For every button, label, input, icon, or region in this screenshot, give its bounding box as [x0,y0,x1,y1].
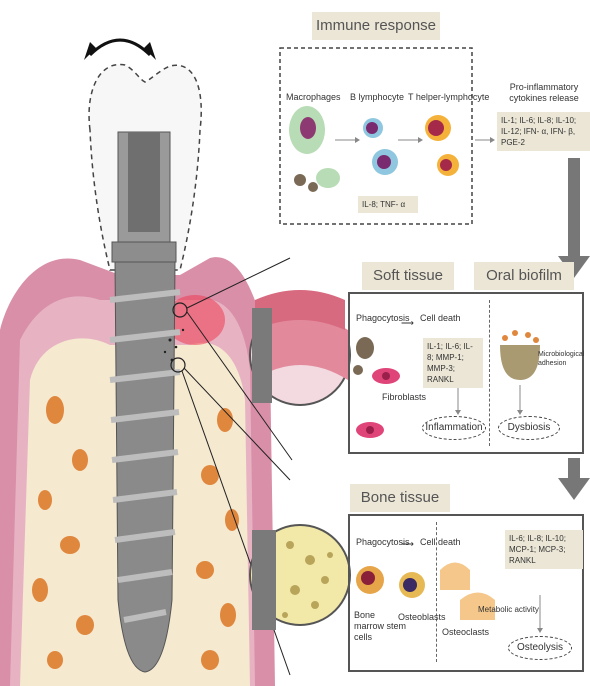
microbiological-adhesion-label: Microbiological adhesion [538,350,582,368]
metabolic-activity-label: Metabolic activity [478,605,539,614]
bone-tissue-title: Bone tissue [350,484,450,512]
inflammation-oval: Inflammation [422,416,486,440]
dysbiosis-oval: Dysbiosis [498,416,560,440]
t-helper-label: T helper-lymphocyte [408,92,489,102]
oral-biofilm-title: Oral biofilm [474,262,574,290]
bone-cell-death-label: Cell death [420,537,461,547]
fibroblasts-label: Fibroblasts [382,392,426,402]
bone-phago-arrow: ⟶ [401,539,414,550]
immune-title: Immune response [312,12,440,40]
osteolysis-oval: Osteolysis [508,636,572,660]
pro-inflammatory-cytokines: IL-1; IL-6; IL-8; IL-10; IL-12; IFN- α, … [497,112,590,151]
osteoclasts-label: Osteoclasts [442,627,489,637]
b-lymphocyte-label: B lymphocyte [350,92,404,102]
soft-cell-death-label: Cell death [420,313,461,323]
soft-phago-arrow: ⟶ [401,318,414,329]
macrophages-label: Macrophages [286,92,341,102]
implant-body [115,262,175,672]
flow-arrow-2 [568,458,580,480]
il8-tnf-box: IL-8; TNF- α [358,196,418,213]
soft-tissue-title: Soft tissue [362,262,454,290]
flow-arrow-1 [568,158,580,258]
movement-arrow [90,40,150,55]
bone-cytokines: IL-6; IL-8; IL-10; MCP-1; MCP-3; RANKL [505,530,583,569]
soft-cytokines: IL-1; IL-6; IL-8; MMP-1; MMP-3; RANKL [423,338,483,388]
osteoblasts-label: Osteoblasts [398,612,446,622]
pro-inflammatory-title: Pro-inflammatory cytokines release [498,82,590,104]
panel-divider [489,300,490,446]
